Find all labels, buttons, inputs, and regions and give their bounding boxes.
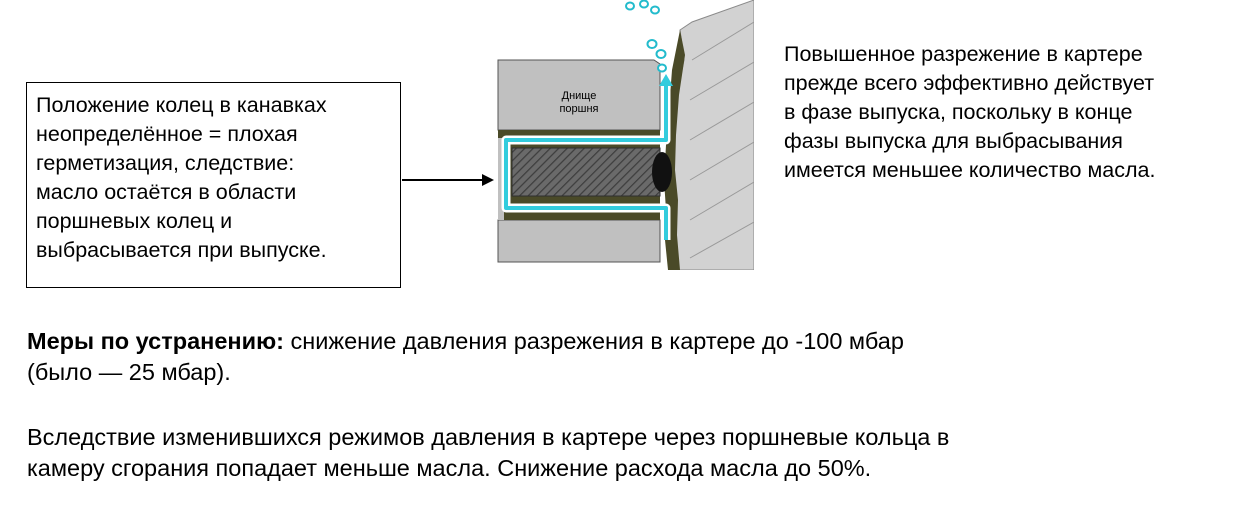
callout-line: Положение колец в канавках bbox=[36, 93, 327, 117]
oil-path bbox=[504, 84, 668, 240]
piston-ring-diagram: Днище поршня bbox=[497, 0, 754, 270]
measures-text: снижение давления разрежения в картере д… bbox=[283, 328, 904, 354]
oil-droplets bbox=[625, 0, 667, 73]
explanation-line: Повышенное разрежение в картере bbox=[784, 42, 1143, 66]
callout-line: выбрасывается при выпуске. bbox=[36, 238, 327, 262]
oil-arrowhead bbox=[659, 74, 673, 86]
callout-line: поршневых колец и bbox=[36, 209, 233, 233]
piston-crown-label: Днище bbox=[562, 90, 597, 102]
effect-text: Вследствие изменившихся режимов давления… bbox=[27, 424, 950, 450]
callout-box: Положение колец в канавках неопределённо… bbox=[26, 82, 401, 288]
effect-text: камеру сгорания попадает меньше масла. С… bbox=[27, 455, 872, 481]
explanation-line: фазы выпуска для выбрасывания bbox=[784, 129, 1123, 153]
callout-arrow bbox=[402, 174, 494, 186]
explanation-line: прежде всего эффективно действует bbox=[784, 71, 1155, 95]
explanation-line: в фазе выпуска, поскольку в конце bbox=[784, 100, 1133, 124]
callout-line: герметизация, следствие: bbox=[36, 151, 295, 175]
explanation-line: имеется меньшее количество масла. bbox=[784, 158, 1156, 182]
callout-line: масло остаётся в области bbox=[36, 180, 297, 204]
effect-paragraph: Вследствие изменившихся режимов давления… bbox=[27, 422, 949, 484]
measures-text: (было — 25 мбар). bbox=[27, 359, 231, 385]
cylinder-wall bbox=[672, 0, 754, 270]
piston-ring bbox=[511, 147, 661, 197]
piston-crown-label: поршня bbox=[559, 103, 598, 115]
explanation-text: Повышенное разрежение в картере прежде в… bbox=[784, 40, 1155, 185]
measures-heading: Меры по устранению: bbox=[27, 328, 284, 354]
ring-face bbox=[652, 152, 672, 192]
callout-line: неопределённое = плохая bbox=[36, 122, 298, 146]
measures-paragraph: Меры по устранению: снижение давления ра… bbox=[27, 326, 904, 388]
